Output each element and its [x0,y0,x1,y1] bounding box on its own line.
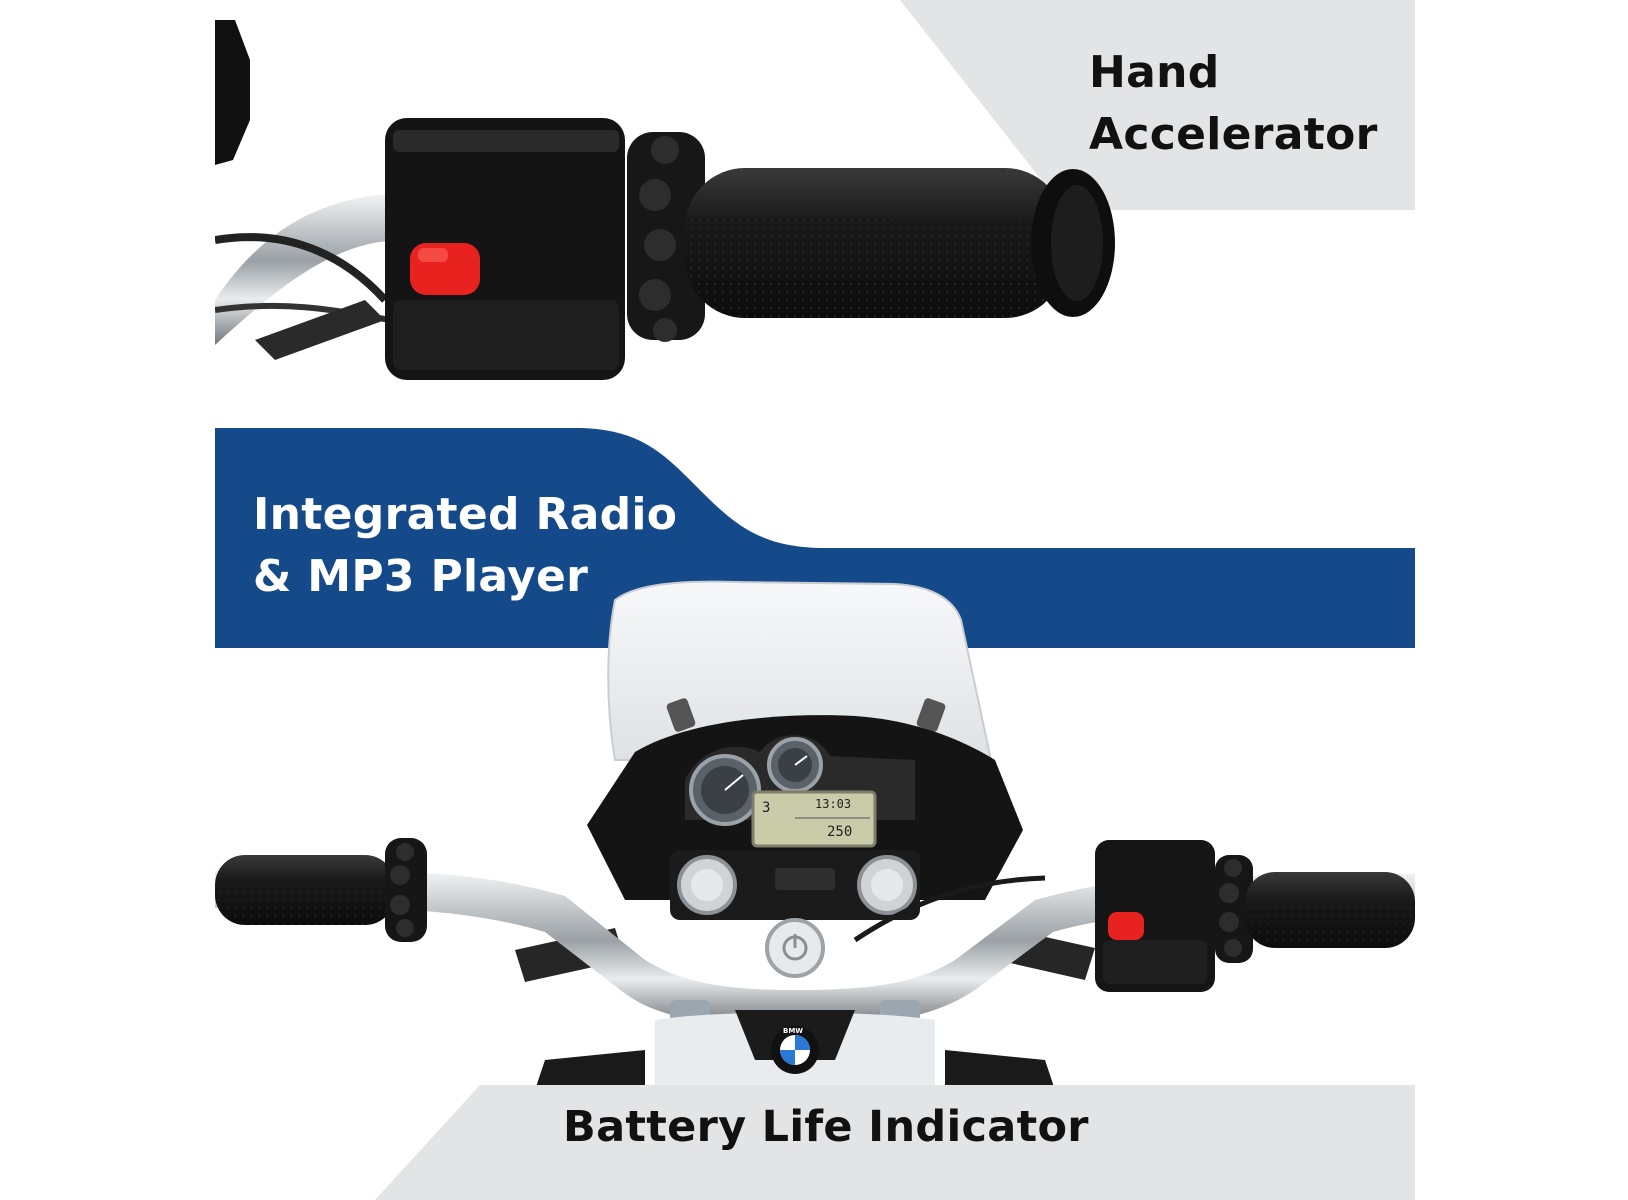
bmw-logo-icon: BMW [771,1026,819,1074]
throttle-collar [627,132,705,342]
bmw-logo-text: BMW [783,1027,803,1035]
top-handlebar [215,192,415,345]
lcd-odometer: 250 [827,824,852,840]
lcd-display: 3 13:03 250 [751,790,877,848]
power-button-icon [765,918,825,978]
radio-banner [215,428,1415,648]
lcd-gear: 3 [762,800,770,816]
gauge-cluster [685,735,915,826]
motorcycle-illustration: 3 13:03 250 [215,0,1415,1200]
right-red-button-icon [1108,912,1144,940]
windshield [607,580,993,761]
battery-panel [375,1085,1415,1200]
product-feature-image: 3 13:03 250 [215,0,1415,1200]
battery-life-label: Battery Life Indicator [563,1102,1089,1152]
left-grip [215,838,427,942]
hand-grip [685,168,1115,318]
right-switch-housing [1095,840,1215,992]
top-switch-housing [385,118,625,380]
right-grip [1215,855,1415,963]
hand-accelerator-panel [900,0,1415,210]
lcd-clock: 13:03 [815,797,851,811]
hand-accelerator-label: Hand Accelerator [1089,47,1378,160]
radio-mp3-label: Integrated Radio & MP3 Player [253,489,678,602]
